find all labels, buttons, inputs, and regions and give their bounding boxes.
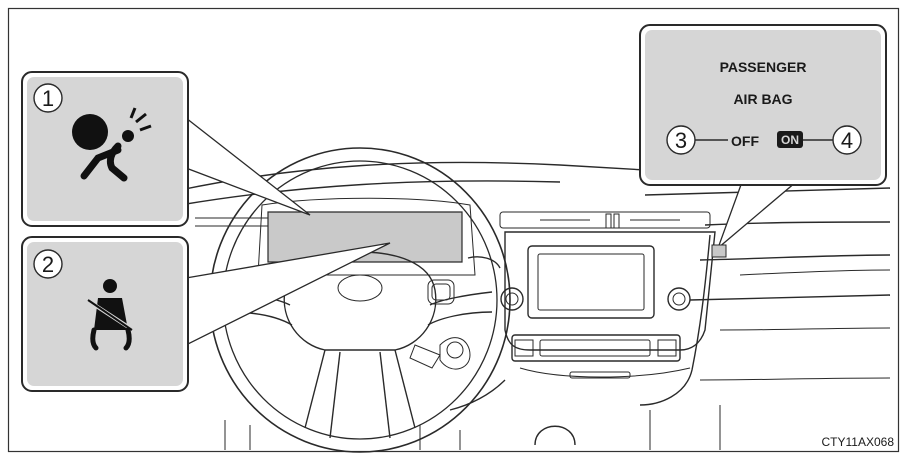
off-label: OFF bbox=[731, 133, 759, 149]
callout-number-4: 4 bbox=[841, 128, 853, 153]
callout-seatbelt-reminder: 2 bbox=[21, 236, 189, 392]
on-label: ON bbox=[781, 133, 799, 147]
passenger-airbag-line2: AIR BAG bbox=[733, 91, 792, 107]
figure-code: CTY11AX068 bbox=[822, 435, 895, 449]
callout-number-2-circle bbox=[33, 249, 63, 279]
callout-number-2: 2 bbox=[42, 252, 54, 277]
callout-passenger-airbag: PASSENGER AIR BAG 3 OFF ON 4 bbox=[639, 24, 887, 186]
figure-border bbox=[7, 7, 900, 453]
callout-leaders bbox=[185, 116, 798, 347]
on-indicator bbox=[777, 131, 803, 148]
dashboard-drawing bbox=[179, 147, 891, 453]
callout-number-1-circle bbox=[33, 83, 63, 113]
seatbelt-reminder-icon bbox=[87, 279, 133, 351]
callout-airbag-warning: 1 bbox=[21, 71, 189, 227]
callout-number-1: 1 bbox=[42, 86, 54, 111]
instrument-cluster-highlight bbox=[267, 211, 463, 263]
airbag-warning-icon bbox=[72, 107, 152, 182]
callout-number-4-circle bbox=[832, 125, 862, 155]
callout-number-3: 3 bbox=[675, 128, 687, 153]
passenger-airbag-line1: PASSENGER bbox=[720, 59, 807, 75]
